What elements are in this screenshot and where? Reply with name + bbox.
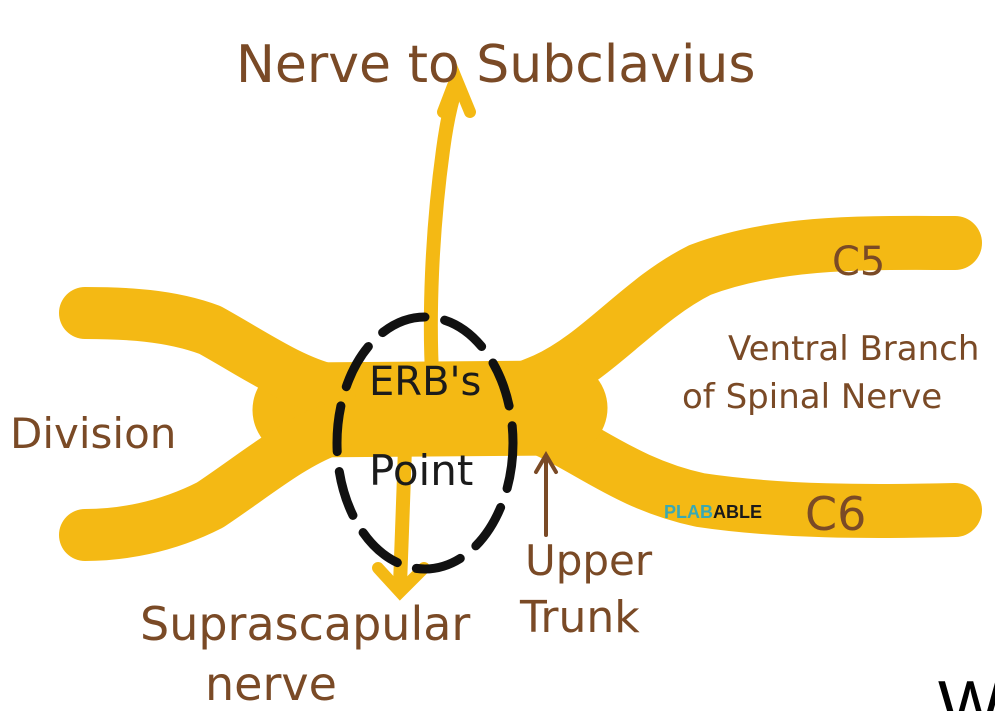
watermark-part2: ABLE (713, 502, 762, 522)
label-ventral-line2: of Spinal Nerve (682, 377, 942, 417)
label-point: Point (369, 446, 473, 495)
subclavius-branch (431, 78, 470, 390)
label-nerve: nerve (205, 657, 337, 711)
label-division: Division (10, 409, 176, 458)
subclavius-branch-line (431, 88, 456, 390)
label-nerve-to-subclavius: Nerve to Subclavius (236, 35, 755, 95)
plabable-watermark: PLABABLE (664, 502, 762, 522)
label-suprascapular: Suprascapular (140, 597, 470, 651)
label-erbs: ERB's (369, 359, 481, 405)
division-upper-branch (85, 313, 330, 390)
label-trunk: Trunk (519, 592, 640, 643)
watermark-part1: PLAB (664, 502, 713, 522)
label-upper: Upper (525, 536, 653, 585)
corner-glyph: W (938, 667, 995, 711)
label-c6: C6 (805, 487, 866, 541)
label-ventral-line1: Ventral Branch (728, 329, 979, 369)
label-c5: C5 (832, 239, 885, 285)
upper-trunk-arrow (536, 455, 556, 535)
